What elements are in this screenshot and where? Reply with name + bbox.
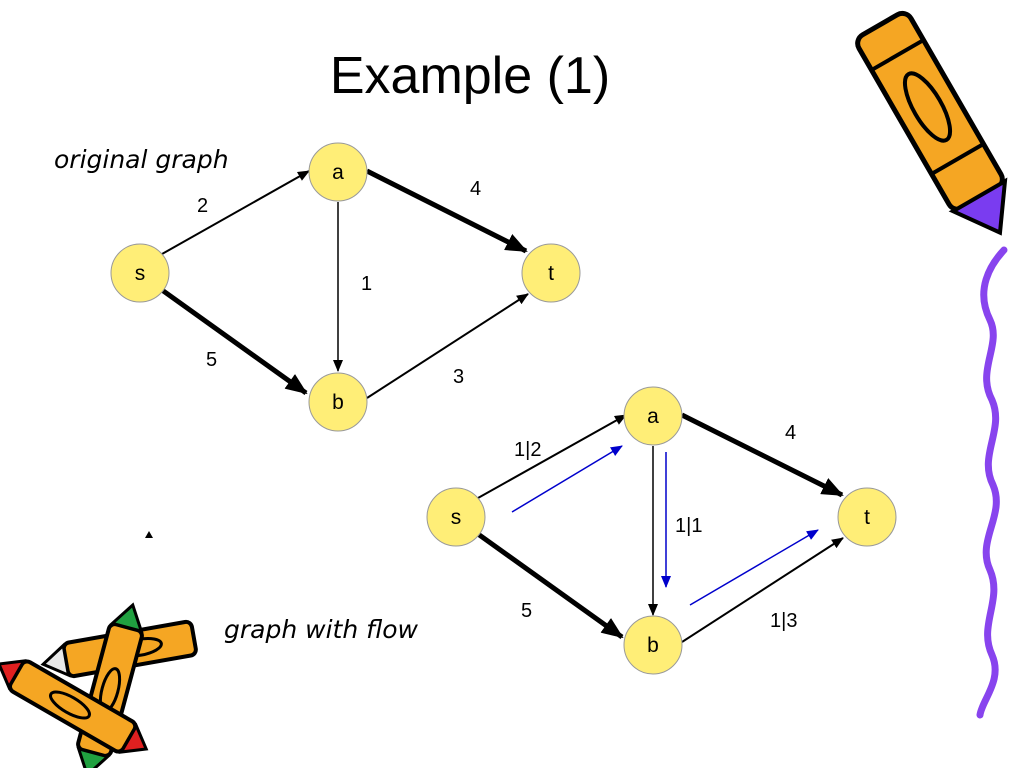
- flow-node-s: s: [426, 487, 486, 547]
- flow-label-s-a: 1|2: [514, 439, 541, 461]
- slide-title: Example (1): [329, 47, 611, 105]
- crayon-icon-top-right: [855, 10, 1008, 236]
- original-label-s-a: 2: [197, 195, 208, 217]
- original-edge-b-t: [366, 293, 529, 399]
- original-label-b-t: 3: [453, 366, 464, 388]
- original-label-a-t: 4: [470, 178, 481, 200]
- flow-graph: 1|2 4 1|1 5 1|3 s a b t: [426, 386, 897, 675]
- caption-graph-with-flow: graph with flow: [224, 615, 419, 644]
- original-node-s-label: s: [135, 262, 146, 285]
- original-label-a-b: 1: [361, 273, 372, 295]
- flow-edge-b-t: [681, 537, 844, 643]
- flow-node-b-label: b: [647, 634, 659, 657]
- original-node-a-label: a: [332, 161, 344, 184]
- flow-edge-s-a: [477, 414, 627, 499]
- flow-label-a-b: 1|1: [675, 515, 702, 537]
- stray-triangle-mark: [145, 531, 153, 538]
- caption-original-graph: original graph: [54, 145, 229, 174]
- original-node-b: b: [308, 372, 368, 432]
- original-edge-a-t: [365, 168, 528, 254]
- original-node-a: a: [308, 142, 368, 202]
- flow-node-b: b: [623, 615, 683, 675]
- flow-node-t: t: [837, 487, 897, 547]
- crayons-icon-bottom-left: [0, 602, 198, 768]
- original-node-t-label: t: [548, 262, 554, 285]
- original-graph: 2 4 1 5 3 s a b t: [110, 142, 581, 432]
- flow-label-a-t: 4: [785, 422, 796, 444]
- original-edge-s-b: [160, 287, 308, 396]
- flow-node-a: a: [623, 386, 683, 446]
- flow-arrow-b-t: [689, 529, 819, 606]
- original-node-b-label: b: [332, 391, 344, 414]
- original-edge-s-a: [161, 170, 310, 255]
- flow-label-s-b: 5: [521, 600, 532, 622]
- flow-label-b-t: 1|3: [770, 610, 797, 632]
- squiggle-line-decoration: [976, 246, 1008, 719]
- flow-edge-a-t: [680, 412, 844, 498]
- flow-arrow-s-a: [511, 445, 623, 513]
- original-node-t: t: [521, 243, 581, 303]
- flow-node-a-label: a: [647, 405, 659, 428]
- flow-node-t-label: t: [864, 506, 870, 529]
- flow-edge-s-b: [476, 531, 624, 640]
- original-node-s: s: [110, 243, 170, 303]
- original-label-s-b: 5: [206, 349, 217, 371]
- flow-node-s-label: s: [451, 506, 462, 529]
